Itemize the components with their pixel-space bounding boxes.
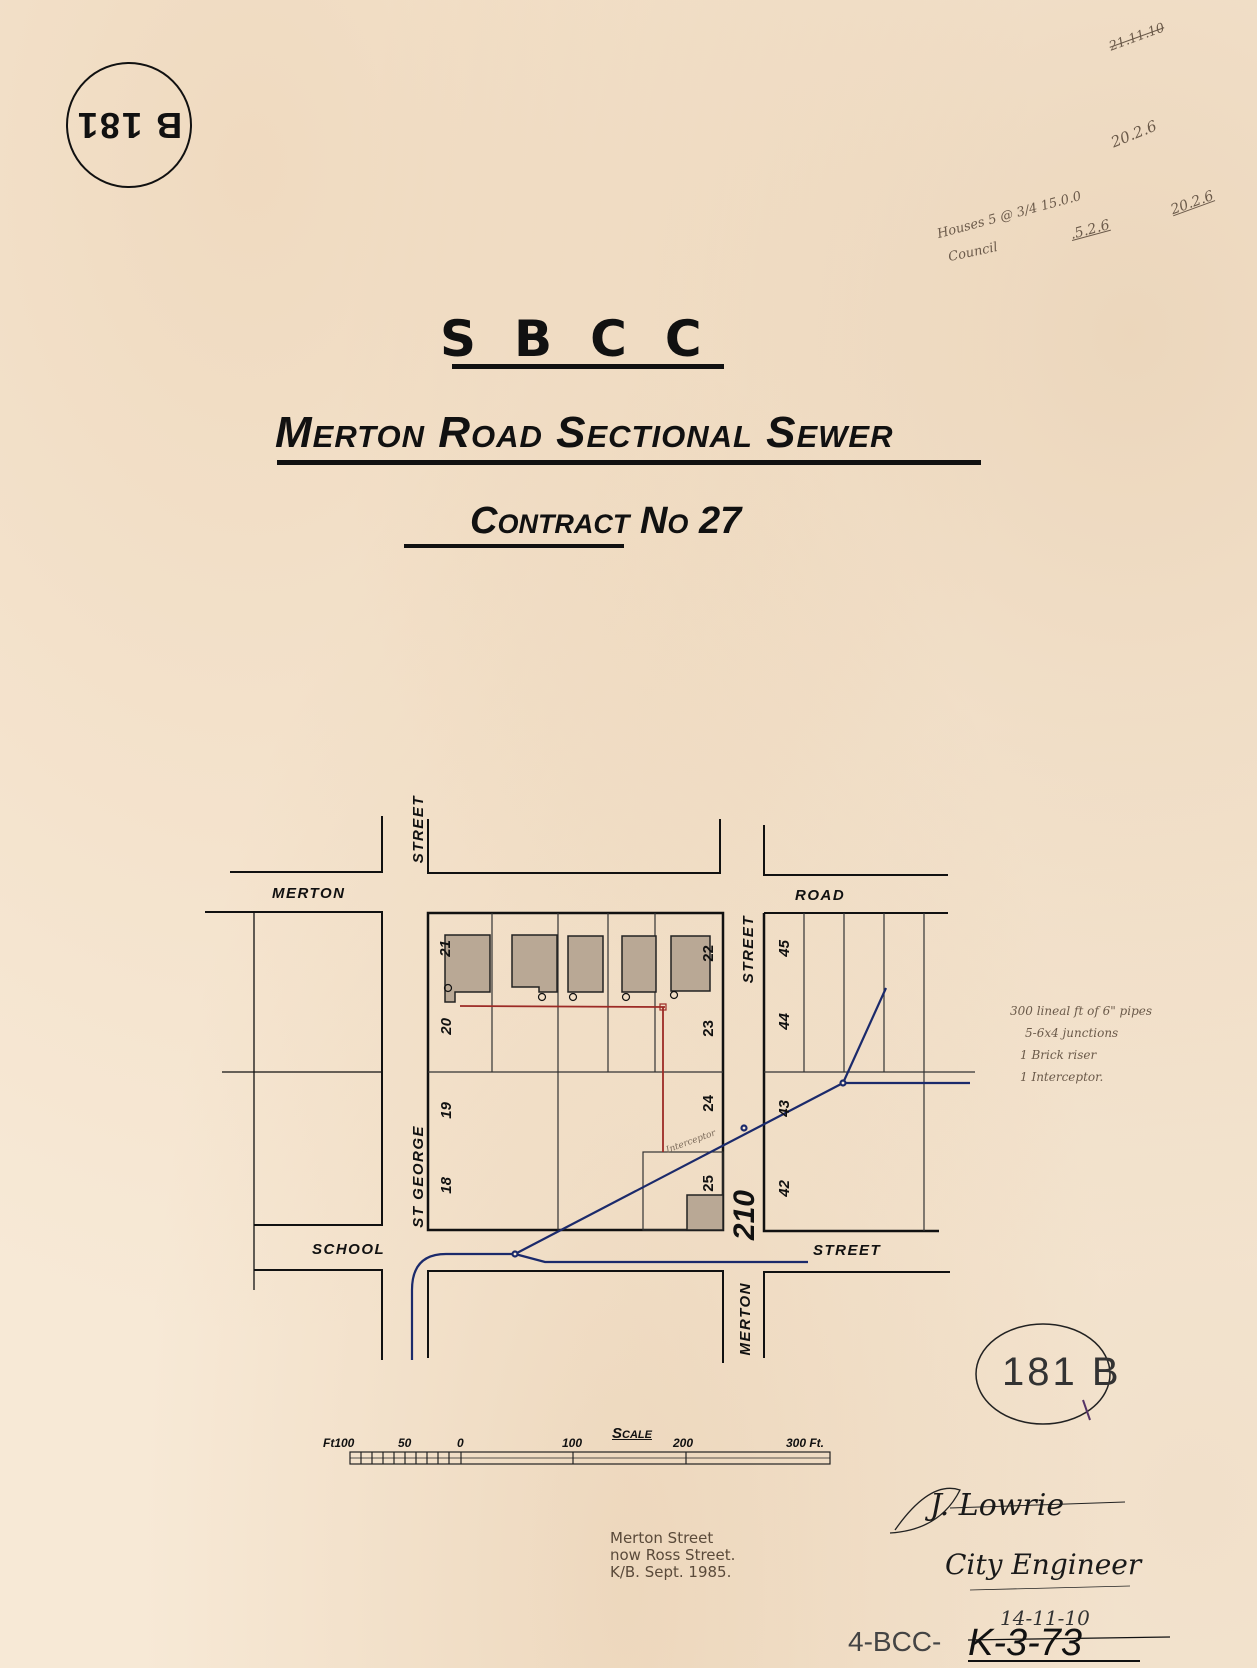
stamp-b181: B 181 — [66, 62, 192, 188]
lot-23: 23 — [700, 1020, 717, 1037]
margin-note: 300 lineal ft of 6" pipes 5-6x4 junction… — [1010, 1000, 1152, 1088]
drawing-date: 14-11-10 — [1000, 1606, 1090, 1630]
rename-note-line-2: now Ross Street. — [610, 1546, 736, 1564]
street-label-st-george: ST GEORGE — [410, 1125, 427, 1228]
lot-24: 24 — [700, 1095, 717, 1112]
scale-bar — [349, 1451, 831, 1465]
ref-prefix: 4-BCC- — [848, 1626, 942, 1657]
lot-25: 25 — [700, 1175, 717, 1192]
margin-note-line-4: 1 Interceptor. — [1020, 1070, 1104, 1084]
signature-title: City Engineer — [945, 1548, 1142, 1581]
scale-tick-0: 0 — [457, 1436, 464, 1450]
lot-18: 18 — [438, 1177, 455, 1194]
lot-43: 43 — [776, 1100, 793, 1117]
rename-note-line-1: Merton Street — [610, 1529, 714, 1547]
scale-title: Scale — [612, 1425, 652, 1442]
lot-45: 45 — [776, 940, 793, 957]
sewer-main-lines — [410, 987, 970, 1360]
lot-42: 42 — [776, 1180, 793, 1197]
scale-tick-300ft: 300 Ft. — [786, 1436, 825, 1450]
margin-note-line-1: 300 lineal ft of 6" pipes — [1010, 1004, 1153, 1018]
title-main-underline — [277, 460, 981, 465]
lot-44: 44 — [776, 1013, 793, 1030]
lot-20: 20 — [438, 1018, 455, 1035]
lot-22: 22 — [700, 945, 717, 962]
stamp-ellipse — [975, 1323, 1111, 1425]
street-label-school: SCHOOL — [312, 1241, 386, 1258]
title-contract: Contract No 27 — [470, 500, 742, 542]
house-drain-lines — [459, 1003, 667, 1152]
street-label-road: ROAD — [795, 887, 846, 904]
ref-code: K-3-73 — [968, 1622, 1083, 1664]
lot-19: 19 — [438, 1102, 455, 1119]
margin-note-line-2: 5-6x4 junctions — [1025, 1026, 1119, 1040]
title-contract-underline — [404, 544, 624, 548]
street-label-street-mid: STREET — [740, 915, 757, 984]
street-label-school-street: STREET — [813, 1242, 882, 1259]
scale-tick-ft100: Ft100 — [323, 1436, 355, 1450]
title-org-underline — [452, 364, 724, 369]
title-main: Merton Road Sectional Sewer — [275, 408, 894, 457]
stamp-181b: 181 B — [1002, 1350, 1122, 1394]
scale-tick-50: 50 — [398, 1436, 412, 1450]
street-label-merton: MERTON — [272, 885, 346, 902]
margin-note-line-3: 1 Brick riser — [1020, 1048, 1097, 1062]
title-org: SBCC — [440, 310, 740, 368]
rename-note-line-3: K/B. Sept. 1985. — [610, 1563, 732, 1581]
street-label-street-top: STREET — [410, 795, 427, 864]
street-label-merton-bottom: MERTON — [737, 1282, 754, 1356]
lot-21: 21 — [437, 940, 454, 957]
signature-name: J. Lowrie — [930, 1488, 1065, 1523]
rename-note: Merton Street now Ross Street. K/B. Sept… — [610, 1530, 735, 1581]
scale-tick-200: 200 — [673, 1436, 694, 1450]
block-number-210: 210 — [728, 1190, 761, 1241]
scale-tick-100: 100 — [562, 1436, 583, 1450]
